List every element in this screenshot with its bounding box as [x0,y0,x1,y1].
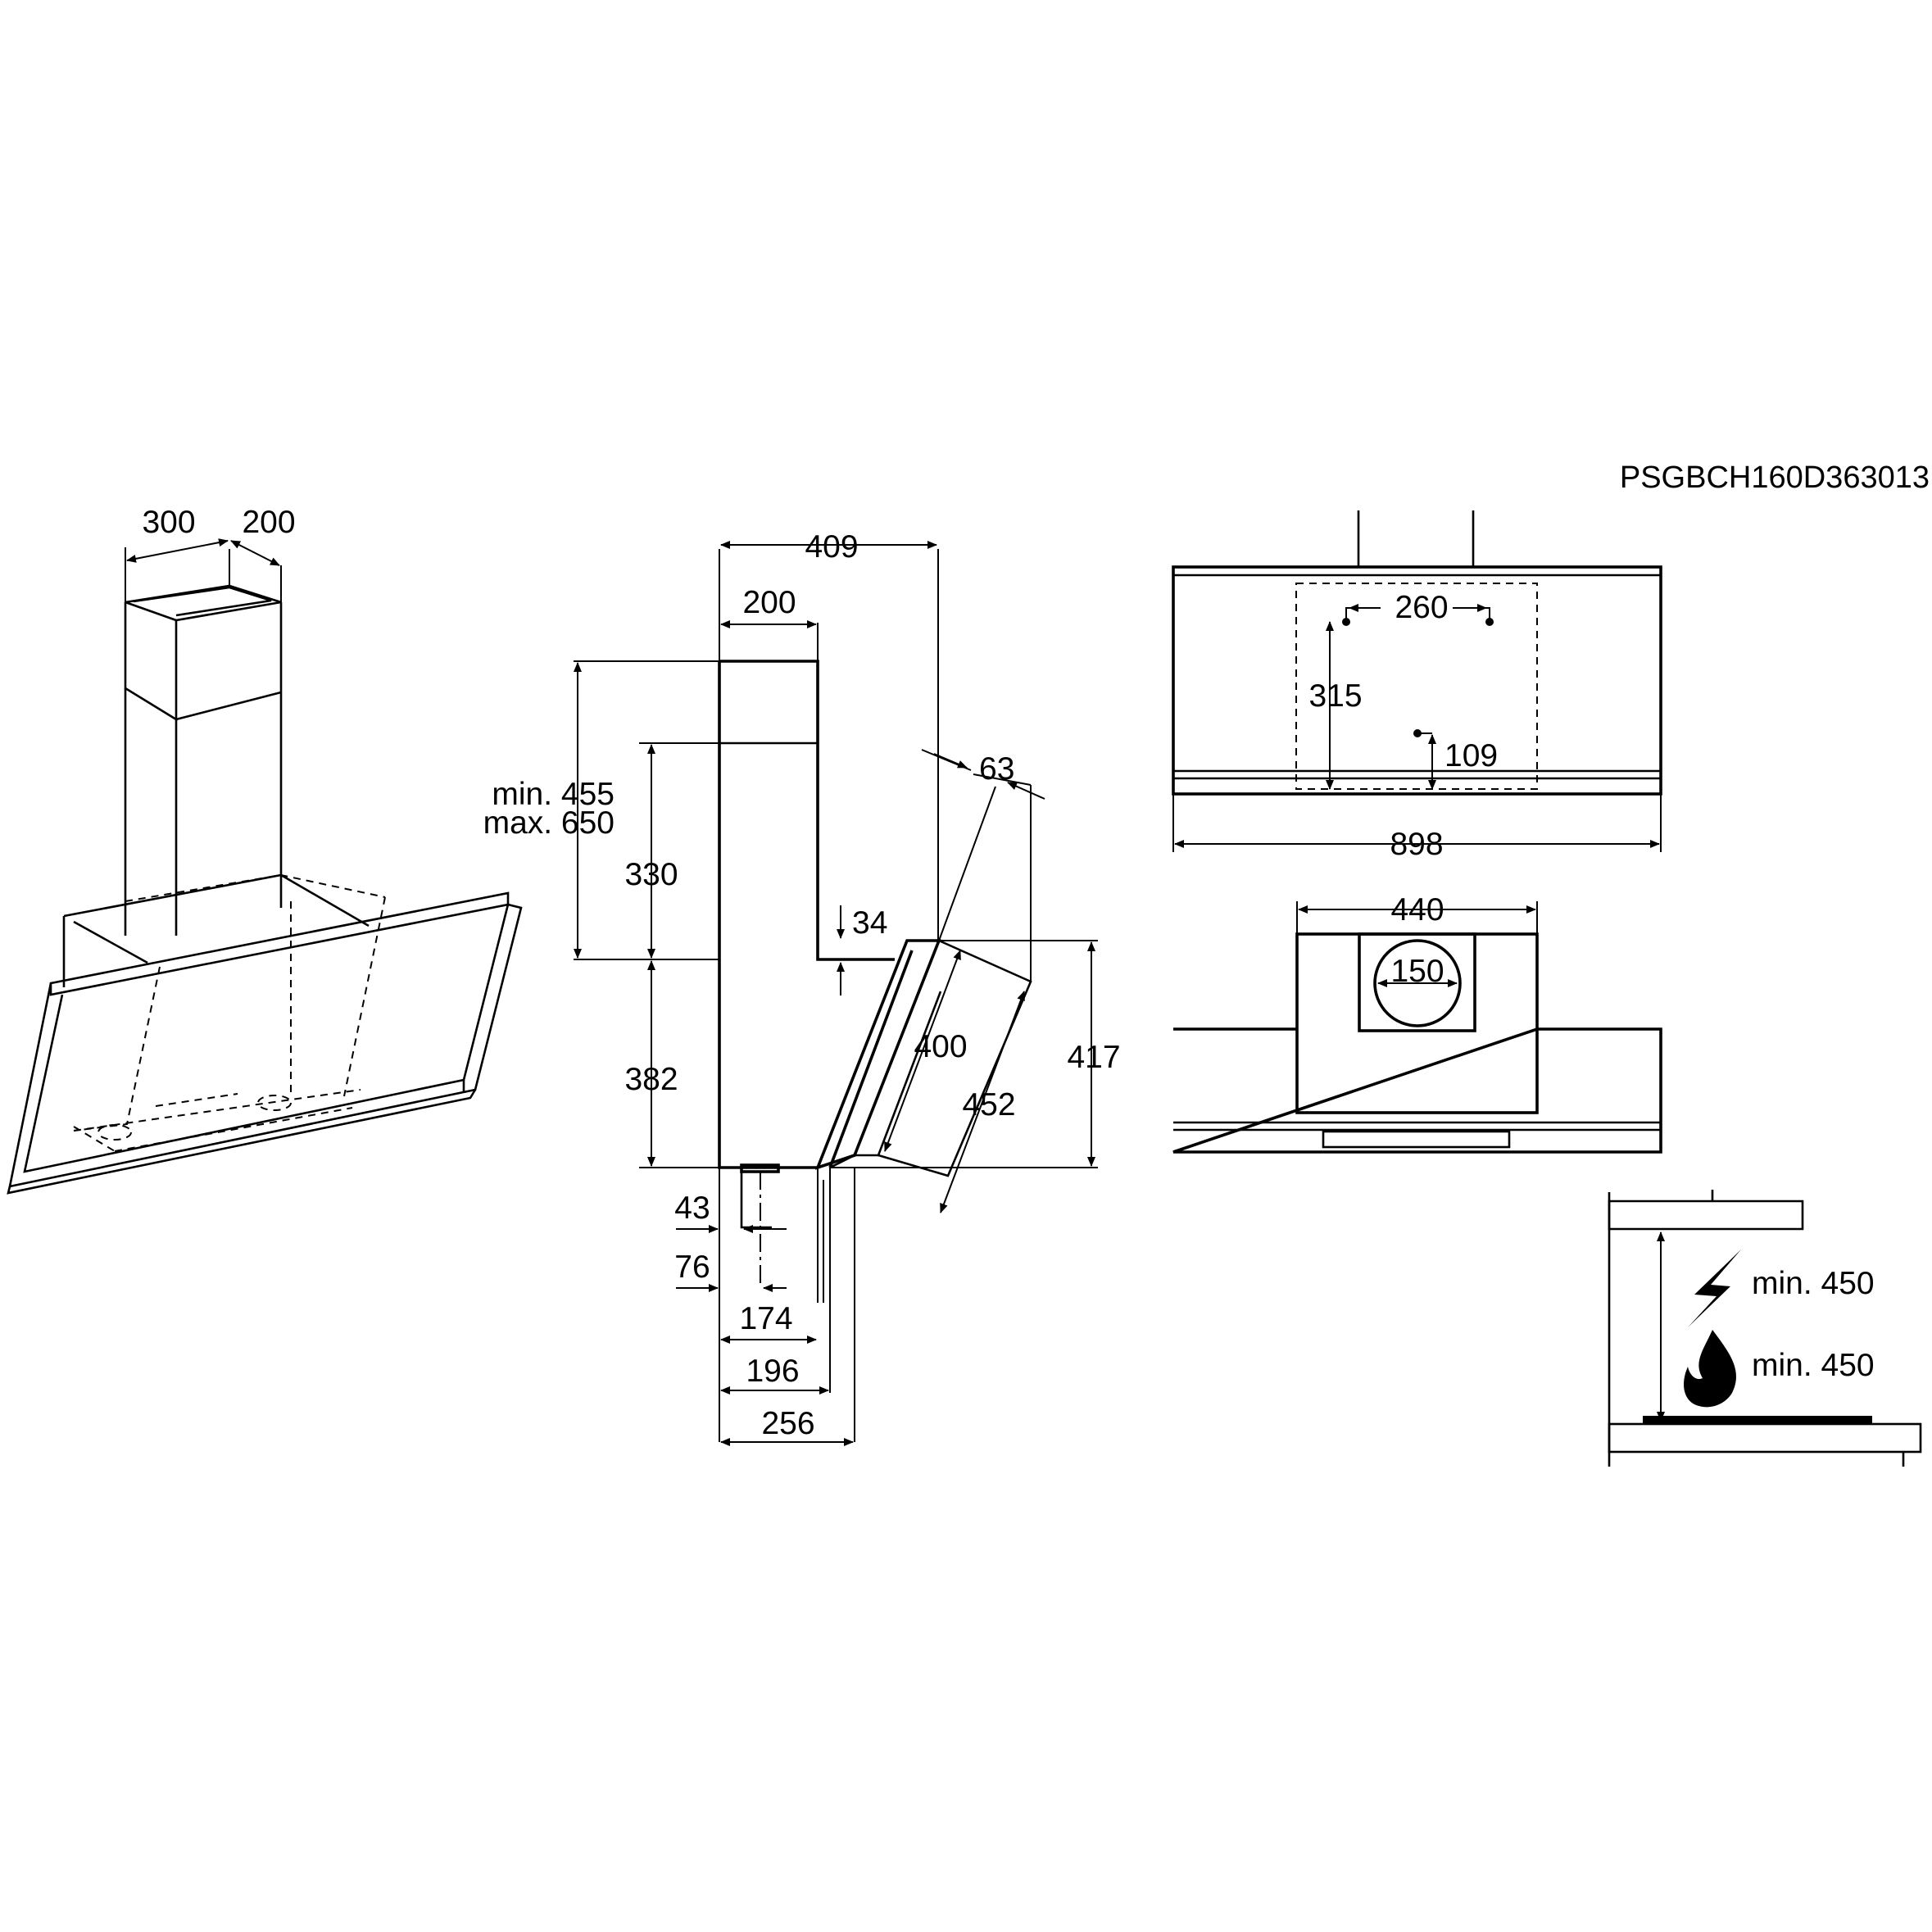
gas-flame-icon [1684,1330,1736,1408]
front-view: 260 315 109 898 [1172,510,1662,862]
front-height-label: 417 [1067,1040,1120,1075]
lower-body-height-label: 382 [624,1062,678,1097]
gas-hob-min-label: min. 450 [1752,1348,1875,1383]
motor-housing-width-label: 440 [1390,892,1444,927]
electric-hob-icon [1688,1249,1741,1327]
side-view: 409 200 min. 455 max. 650 330 382 34 63 … [483,529,1121,1446]
electric-hob-min-label: min. 450 [1752,1266,1875,1301]
chimney-depth-label: 200 [242,505,295,540]
outlet-offset-43-label: 43 [674,1190,710,1226]
glass-outer-length-label: 452 [962,1087,1015,1122]
depth-196-label: 196 [746,1354,799,1389]
depth-256-label: 256 [761,1406,814,1441]
glass-thickness-label: 63 [979,751,1014,787]
lower-hole-height-label: 109 [1444,738,1498,773]
glass-inner-length-label: 400 [914,1029,967,1064]
depth-174-label: 174 [739,1301,792,1336]
overall-depth-label: 409 [805,529,858,565]
chimney-height-min-label: min. 455 [492,777,615,812]
offset-34-label: 34 [852,905,887,941]
upper-chimney-height-label: 330 [624,857,678,892]
chimney-depth-side-label: 200 [742,585,796,620]
overall-width-label: 898 [1390,827,1443,862]
perspective-view: 300 200 [7,505,523,1195]
bracket-spacing-label: 260 [1395,590,1448,625]
installation-distance: min. 450 min. 450 [1608,1190,1922,1467]
outlet-diameter-label: 150 [1390,954,1444,989]
drawing-code: PSGBCH160D363013 [1620,460,1930,495]
top-view: 440 150 [1172,892,1662,1154]
chimney-height-max-label: max. 650 [483,805,615,841]
bracket-height-label: 315 [1308,678,1362,714]
chimney-width-label: 300 [142,505,195,540]
outlet-offset-76-label: 76 [674,1249,710,1285]
